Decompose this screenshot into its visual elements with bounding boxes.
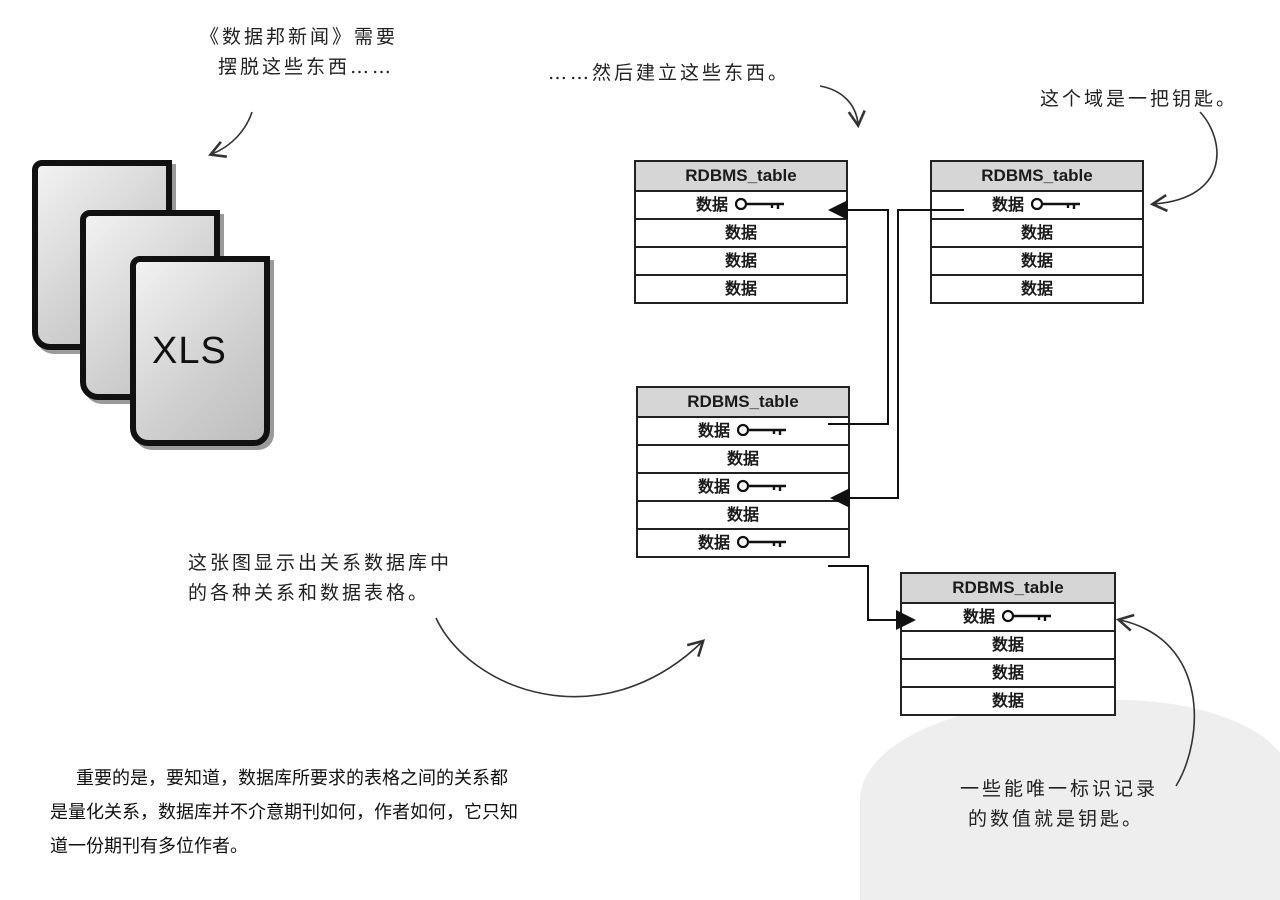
table-header: RDBMS_table bbox=[638, 388, 848, 418]
table-row: 数据 bbox=[638, 446, 848, 474]
row-label: 数据 bbox=[695, 195, 728, 214]
key-icon bbox=[736, 531, 788, 557]
curved-arrow bbox=[208, 111, 253, 158]
table-row: 数据 bbox=[636, 220, 846, 248]
table-row: 数据 bbox=[932, 248, 1142, 276]
table-row: 数据 bbox=[636, 276, 846, 302]
row-label: 数据 bbox=[724, 279, 757, 298]
table-header: RDBMS_table bbox=[932, 162, 1142, 192]
table-row: 数据 bbox=[932, 192, 1142, 220]
row-label: 数据 bbox=[1020, 223, 1053, 242]
table-row: 数据 bbox=[902, 688, 1114, 714]
table-row: 数据 bbox=[932, 220, 1142, 248]
key-icon bbox=[734, 193, 786, 219]
table-row: 数据 bbox=[638, 502, 848, 530]
table-header: RDBMS_table bbox=[902, 574, 1114, 604]
note-line: 摆脱这些东西…… bbox=[218, 56, 395, 78]
table-row: 数据 bbox=[902, 604, 1114, 632]
note-middle-left: 这张图显示出关系数据库中 的各种关系和数据表格。 bbox=[188, 548, 452, 608]
table-row: 数据 bbox=[902, 660, 1114, 688]
note-line: 一些能唯一标识记录 bbox=[960, 778, 1159, 800]
paragraph-line: 重要的是，要知道，数据库所要求的表格之间的关系都 bbox=[76, 768, 508, 789]
row-label: 数据 bbox=[724, 251, 757, 270]
table-row: 数据 bbox=[638, 474, 848, 502]
bottom-paragraph: 重要的是，要知道，数据库所要求的表格之间的关系都 是量化关系，数据库并不介意期刊… bbox=[50, 762, 690, 864]
note-top-center: ……然后建立这些东西。 bbox=[548, 62, 791, 84]
curved-arrow bbox=[819, 85, 866, 129]
row-label: 数据 bbox=[697, 421, 730, 440]
table-row: 数据 bbox=[636, 248, 846, 276]
xls-label: XLS bbox=[152, 330, 227, 372]
paragraph-line: 道一份期刊有多位作者。 bbox=[50, 836, 248, 857]
row-label: 数据 bbox=[1020, 251, 1053, 270]
note-bottom-right: 一些能唯一标识记录 的数值就是钥匙。 bbox=[960, 774, 1158, 834]
table-row: 数据 bbox=[902, 632, 1114, 660]
note-line: 《数据邦新闻》需要 bbox=[200, 26, 399, 48]
row-label: 数据 bbox=[991, 691, 1024, 710]
curved-arrow bbox=[1149, 111, 1218, 213]
key-icon bbox=[1030, 193, 1082, 219]
table-row: 数据 bbox=[638, 418, 848, 446]
row-label: 数据 bbox=[962, 607, 995, 626]
key-icon bbox=[1001, 605, 1053, 631]
row-label: 数据 bbox=[1020, 279, 1053, 298]
row-label: 数据 bbox=[991, 195, 1024, 214]
row-label: 数据 bbox=[697, 533, 730, 552]
row-label: 数据 bbox=[991, 635, 1024, 654]
note-line: 这张图显示出关系数据库中 bbox=[188, 552, 453, 574]
xls-file-front: XLS bbox=[130, 256, 270, 446]
row-label: 数据 bbox=[724, 223, 757, 242]
table-header: RDBMS_table bbox=[636, 162, 846, 192]
row-label: 数据 bbox=[726, 505, 759, 524]
table-row: 数据 bbox=[638, 530, 848, 556]
table-row: 数据 bbox=[932, 276, 1142, 302]
paragraph-line: 是量化关系，数据库并不介意期刊如何，作者如何，它只知 bbox=[50, 802, 518, 823]
background-blob bbox=[860, 700, 1280, 900]
note-top-right: 这个域是一把钥匙。 bbox=[1040, 88, 1239, 110]
row-label: 数据 bbox=[991, 663, 1024, 682]
note-top-left: 《数据邦新闻》需要 摆脱这些东西…… bbox=[200, 22, 398, 82]
key-icon bbox=[736, 475, 788, 501]
key-icon bbox=[736, 419, 788, 445]
row-label: 数据 bbox=[697, 477, 730, 496]
row-label: 数据 bbox=[726, 449, 759, 468]
note-line: 的各种关系和数据表格。 bbox=[188, 582, 431, 604]
curved-arrow bbox=[435, 617, 706, 698]
table-row: 数据 bbox=[636, 192, 846, 220]
note-line: 的数值就是钥匙。 bbox=[968, 808, 1145, 830]
